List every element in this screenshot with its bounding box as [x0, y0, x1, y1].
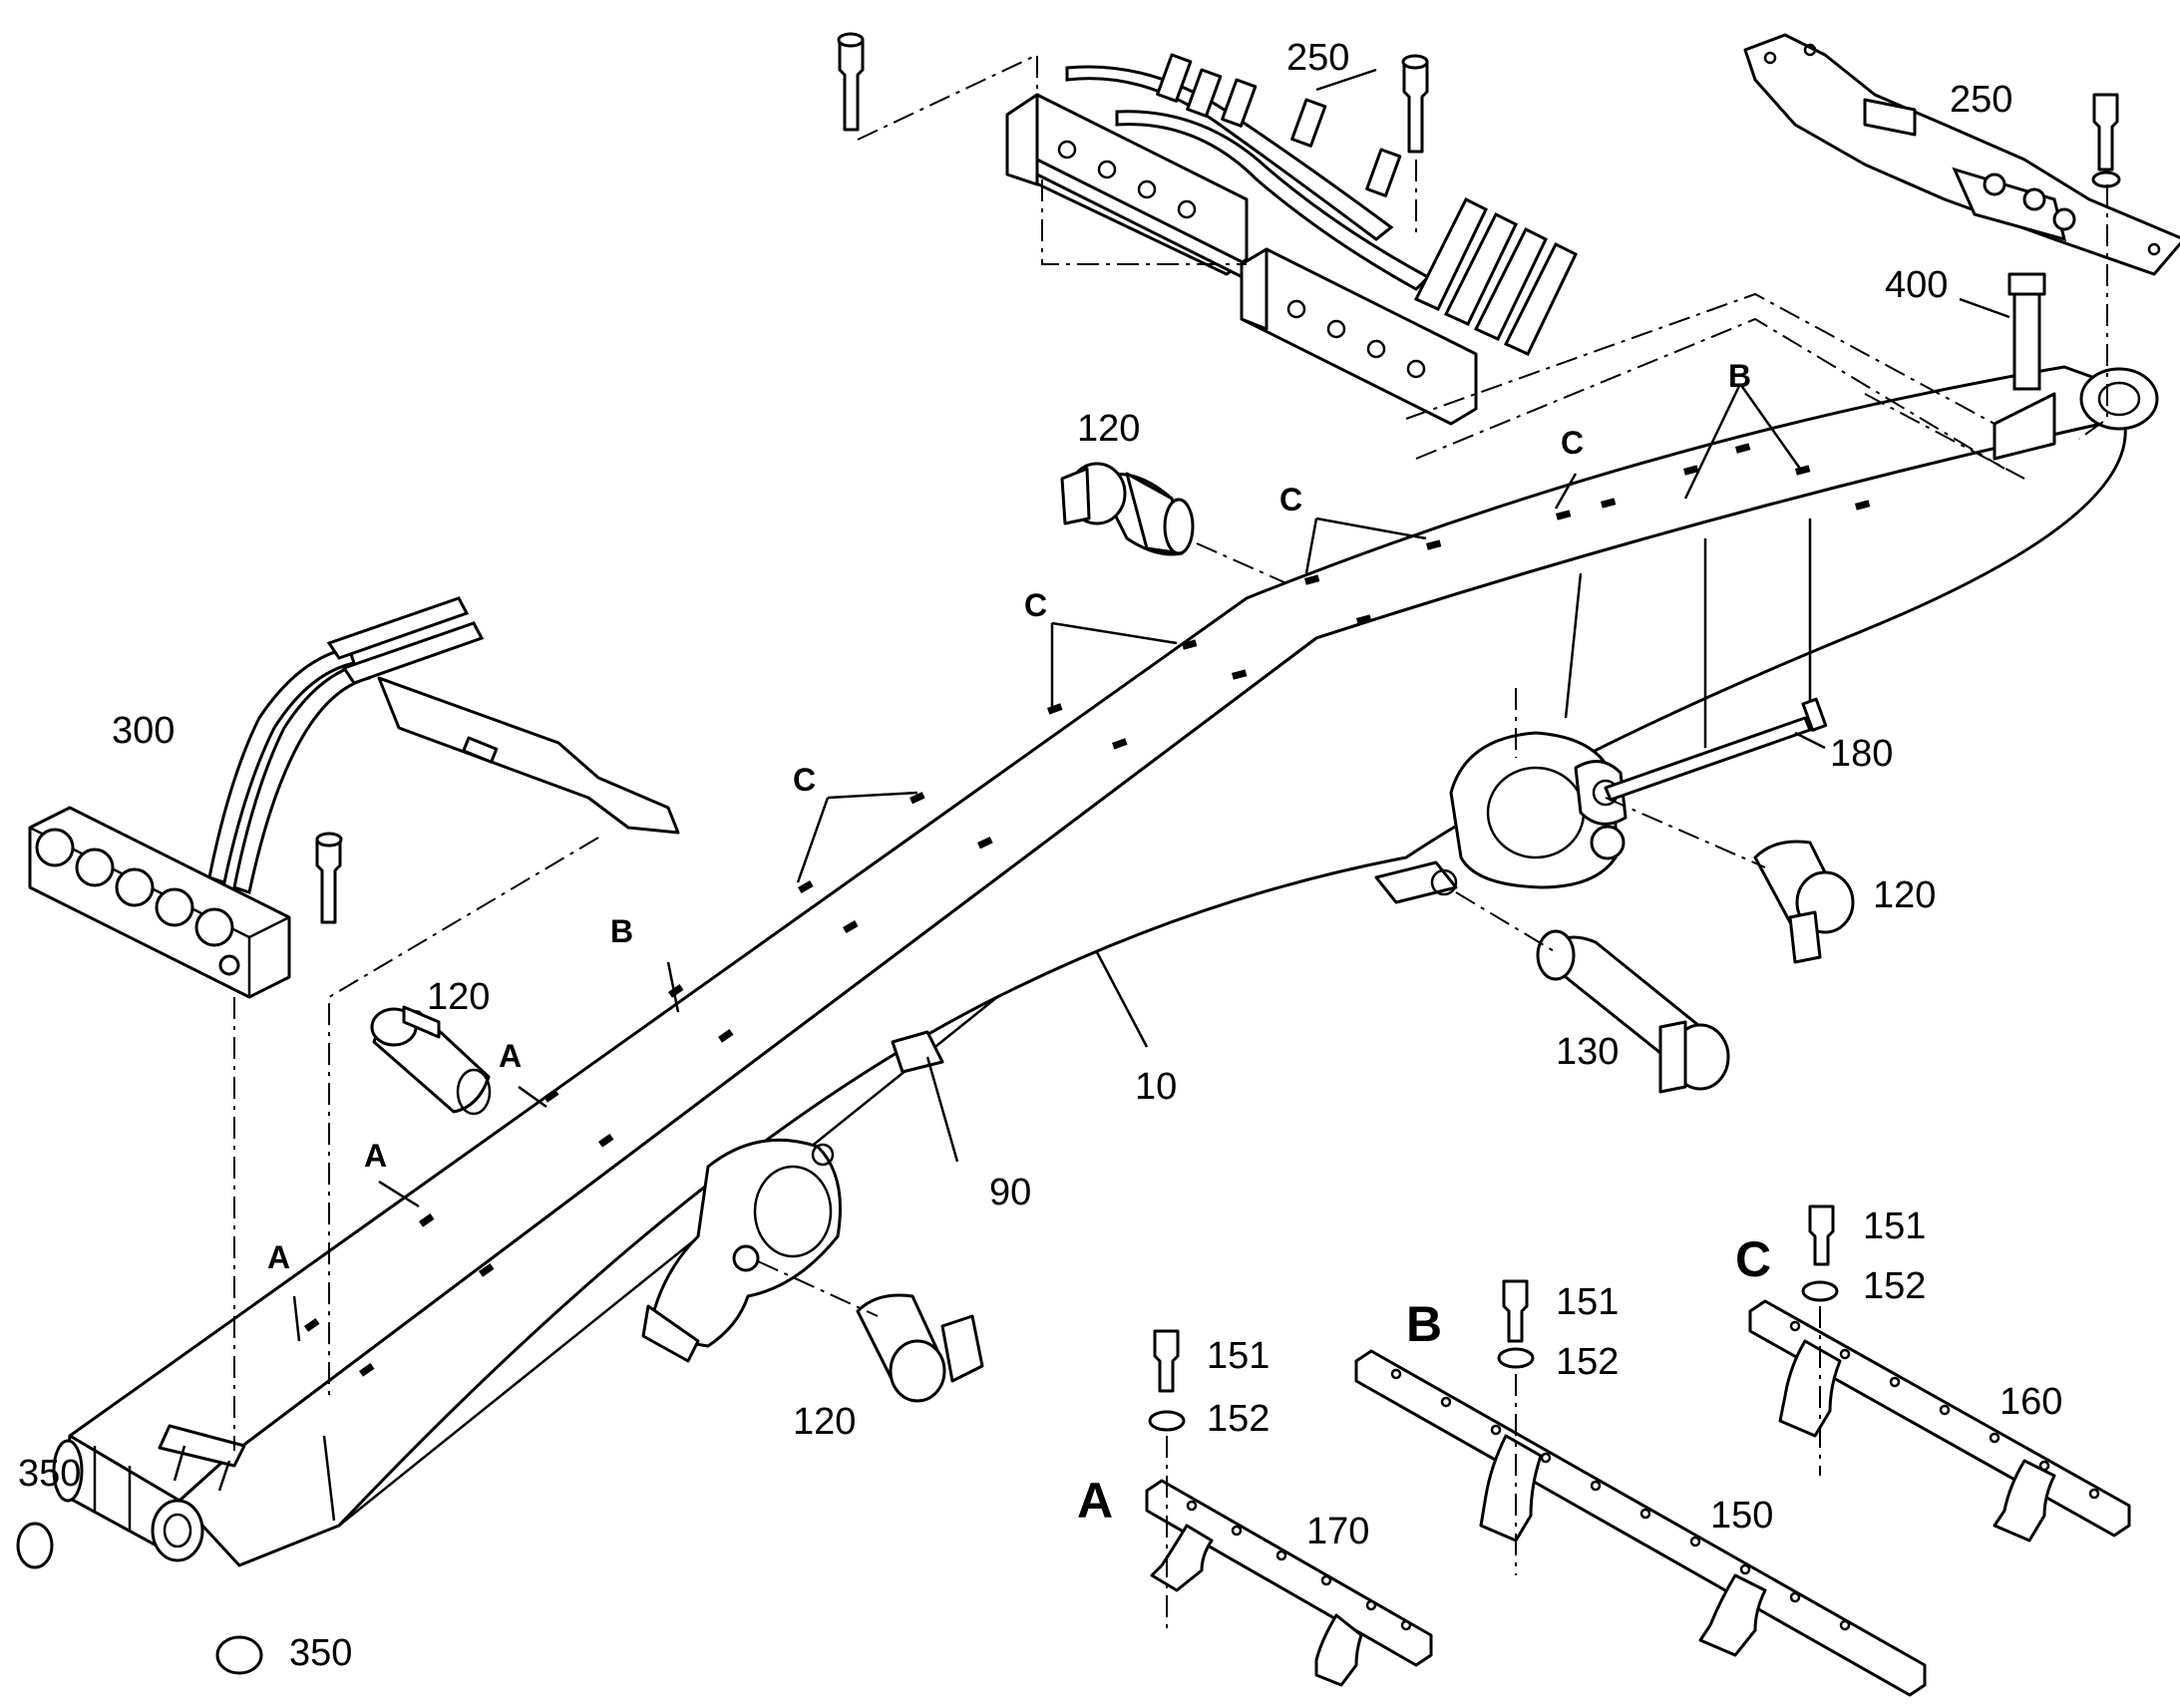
hose-assembly [28, 596, 680, 999]
detail-fasteners [1148, 1204, 1839, 1432]
detail-bar-b [1354, 1349, 1927, 1697]
pin-120-right [1753, 840, 1855, 964]
letter-c-1: C [1561, 425, 1584, 461]
ring-350-top [16, 1522, 54, 1569]
callout-350-bottom: 350 [289, 1632, 352, 1674]
callout-120-right: 120 [1873, 874, 1936, 916]
callout-150: 150 [1710, 1495, 1773, 1537]
pin-120-lower [856, 1293, 984, 1403]
pin-130 [1536, 929, 1730, 1094]
boom-body [52, 365, 2159, 1567]
letter-c-4: C [793, 762, 816, 798]
callout-350-top: 350 [18, 1453, 81, 1495]
callout-90: 90 [989, 1172, 1031, 1213]
pin-120-left [370, 1005, 492, 1116]
callout-120-lower: 120 [793, 1401, 856, 1443]
boom-top-holes [304, 443, 1871, 1377]
callout-400: 400 [1885, 264, 1948, 306]
bracket-plate-assembly [1743, 33, 2180, 391]
callout-250-right: 250 [1950, 79, 2012, 121]
letter-a-3: A [267, 1239, 290, 1275]
assembly-lines [233, 53, 2108, 1630]
letter-c-2: C [1279, 482, 1302, 517]
callout-160: 160 [1999, 1381, 2062, 1423]
callout-120-left: 120 [427, 976, 490, 1018]
callout-250-left: 250 [1286, 37, 1349, 79]
leader-lines [292, 68, 2010, 1342]
callout-10: 10 [1135, 1066, 1177, 1108]
letter-b-1: B [1728, 358, 1751, 394]
detail-bar-c [1748, 1299, 2131, 1542]
callout-130: 130 [1556, 1031, 1619, 1073]
pin-120-top [1060, 462, 1195, 556]
detail-letter-a: A [1077, 1473, 1113, 1529]
callout-152-b: 152 [1556, 1341, 1619, 1383]
letter-a-1: A [499, 1038, 522, 1074]
callout-151-b: 151 [1556, 1281, 1619, 1323]
callout-labels: 250 250 400 120 120 120 120 300 180 130 … [18, 37, 2062, 1674]
detail-letter-b: B [1406, 1296, 1442, 1352]
rod-180 [1604, 697, 1828, 802]
callout-120-top: 120 [1077, 408, 1140, 450]
callout-151-c: 151 [1863, 1205, 1926, 1247]
ring-350-bottom [215, 1635, 263, 1675]
callout-152-a: 152 [1207, 1398, 1270, 1440]
callout-151-a: 151 [1207, 1335, 1270, 1377]
callout-300: 300 [112, 710, 175, 752]
boom-letter-labels: C C C C B B A A A [267, 358, 1751, 1275]
callout-180: 180 [1830, 733, 1893, 775]
valve-block-assembly [837, 32, 1578, 426]
callout-170: 170 [1306, 1511, 1369, 1552]
callout-152-c: 152 [1863, 1265, 1926, 1307]
letter-c-3: C [1024, 587, 1047, 623]
detail-letter-c: C [1735, 1231, 1771, 1287]
letter-b-2: B [610, 913, 633, 949]
letter-a-2: A [364, 1138, 387, 1174]
detail-bar-a [1145, 1479, 1433, 1687]
detail-letter-labels: A B C [1077, 1231, 1771, 1529]
